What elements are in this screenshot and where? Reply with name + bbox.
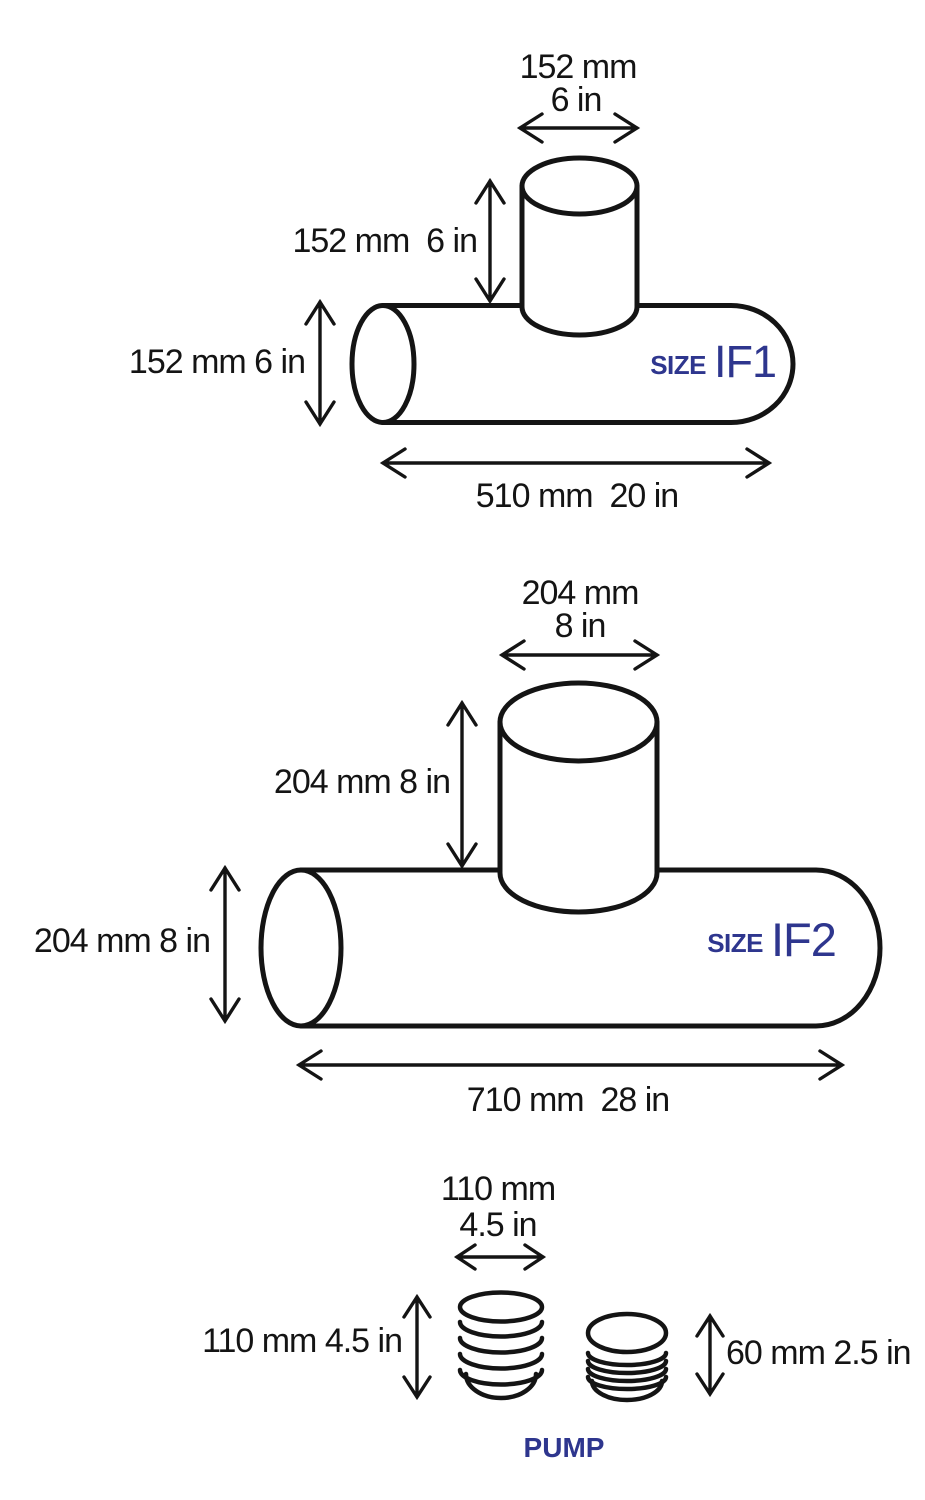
- pump-title-label: PUMP: [524, 1432, 605, 1463]
- if1-body-pipe: [349, 303, 796, 425]
- pump-height-tall-arrow: [402, 1293, 432, 1401]
- if2-body-pipe: [258, 867, 883, 1029]
- if2-branch-height-label: 204 mm 8 in: [274, 763, 450, 801]
- if1-size-name-label: IF1: [714, 336, 776, 387]
- if2-body-diameter-arrow: [209, 864, 241, 1025]
- if1-branch-width-arrow: [516, 112, 641, 144]
- if1-body-diameter-label: 152 mm 6 in: [129, 343, 305, 381]
- if1-size-prefix-label: SIZE: [650, 350, 706, 380]
- pump-width-mm-label: 110 mm: [441, 1170, 555, 1208]
- if2-branch-width-in-label: 8 in: [555, 607, 606, 645]
- if1-branch-width-in-label: 6 in: [551, 81, 602, 119]
- if2-size-name-label: IF2: [771, 913, 836, 966]
- if1-figure: 152 mm 6 in 152 mm 6 in 152 mm 6 in: [129, 48, 796, 515]
- if1-body-length-label: 510 mm 20 in: [476, 477, 678, 515]
- if2-branch-height-arrow: [446, 699, 478, 870]
- if2-branch-cylinder: [497, 680, 660, 915]
- if2-figure: 204 mm 8 in 204 mm 8 in 204 mm 8 in S: [34, 574, 883, 1119]
- pump-tall-stack: [457, 1290, 545, 1401]
- pump-short-stack: [585, 1311, 669, 1403]
- pump-width-in-label: 4.5 in: [459, 1206, 536, 1244]
- if2-body-length-label: 710 mm 28 in: [467, 1081, 669, 1119]
- pump-height-tall-label: 110 mm 4.5 in: [202, 1322, 402, 1360]
- if2-branch-width-arrow: [498, 639, 661, 671]
- pump-figure: 110 mm 4.5 in 110 mm 4.5 in: [202, 1170, 911, 1463]
- if2-size-prefix-label: SIZE: [707, 928, 763, 958]
- if1-branch-width-mm-label: 152 mm: [520, 48, 637, 86]
- if1-branch-height-arrow: [474, 177, 506, 305]
- if2-branch-width-mm-label: 204 mm: [522, 574, 639, 612]
- if1-body-length-arrow: [379, 447, 773, 479]
- if1-body-diameter-arrow: [304, 298, 336, 428]
- if2-body-diameter-label: 204 mm 8 in: [34, 922, 210, 960]
- if1-branch-height-label: 152 mm 6 in: [292, 222, 477, 260]
- pump-height-short-arrow: [695, 1312, 725, 1398]
- pump-width-arrow: [453, 1243, 547, 1271]
- pump-height-short-label: 60 mm 2.5 in: [726, 1334, 911, 1372]
- if2-body-length-arrow: [295, 1049, 846, 1081]
- if1-branch-cylinder: [519, 155, 640, 338]
